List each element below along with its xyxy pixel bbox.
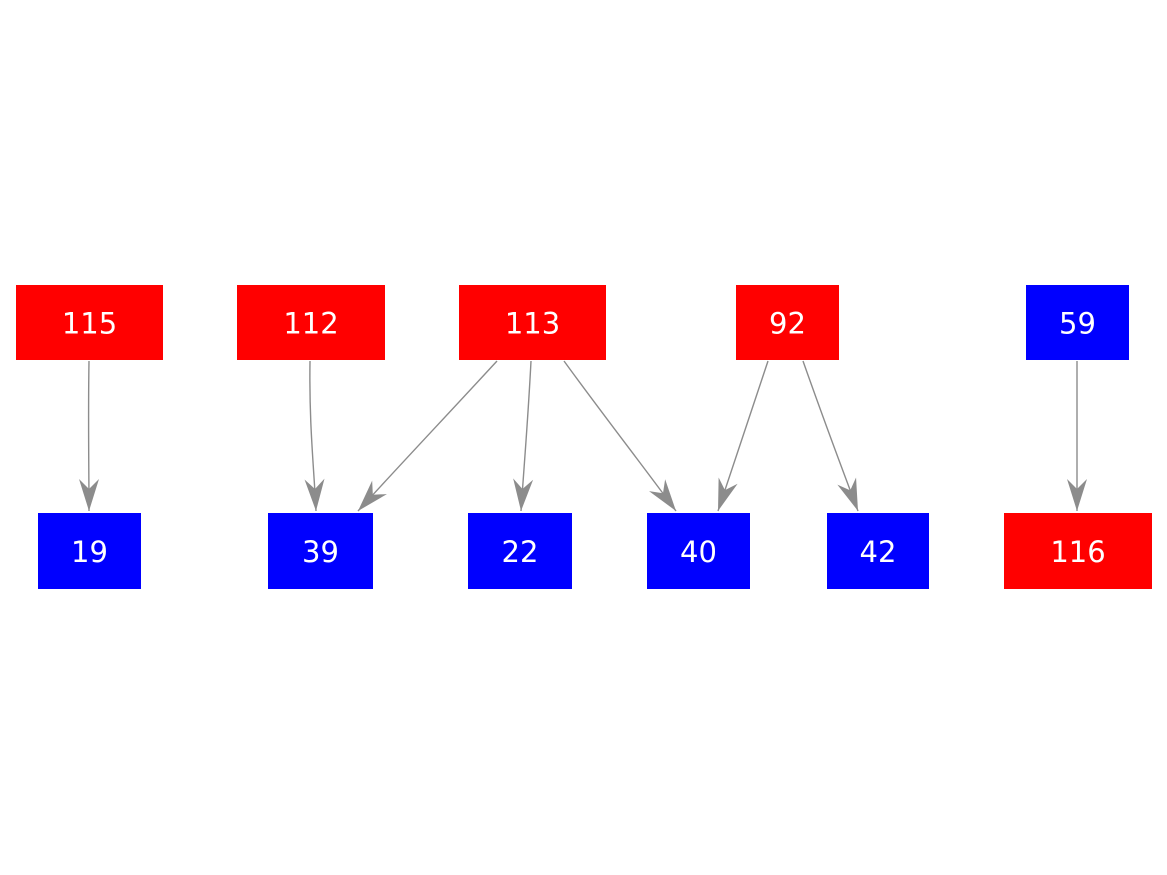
node-rect-39	[268, 513, 373, 589]
node-label-59: 59	[1059, 307, 1096, 341]
node-115: 115	[16, 285, 163, 360]
edge-113-39	[357, 360, 498, 512]
node-label-40: 40	[680, 535, 717, 569]
edge-113-40	[563, 360, 677, 512]
node-116: 116	[1004, 513, 1152, 589]
node-label-19: 19	[71, 535, 108, 569]
node-rect-40	[647, 513, 750, 589]
node-rect-19	[38, 513, 141, 589]
node-label-42: 42	[860, 535, 897, 569]
node-label-112: 112	[283, 307, 338, 341]
node-19: 19	[38, 513, 141, 589]
node-40: 40	[647, 513, 750, 589]
node-label-116: 116	[1050, 535, 1105, 569]
node-label-92: 92	[769, 307, 806, 341]
node-rect-42	[827, 513, 929, 589]
node-42: 42	[827, 513, 929, 589]
node-label-115: 115	[62, 307, 117, 341]
node-112: 112	[237, 285, 385, 360]
node-rect-116	[1004, 513, 1152, 589]
edge-113-22	[513, 360, 534, 512]
node-rect-115	[16, 285, 163, 360]
node-39: 39	[268, 513, 373, 589]
edge-92-42	[802, 360, 859, 512]
node-rect-113	[459, 285, 606, 360]
node-rect-92	[736, 285, 839, 360]
edge-92-40	[717, 360, 769, 512]
edge-112-39	[304, 360, 325, 512]
node-rect-59	[1026, 285, 1129, 360]
node-22: 22	[468, 513, 572, 589]
node-92: 92	[736, 285, 839, 360]
node-113: 113	[459, 285, 606, 360]
node-rect-22	[468, 513, 572, 589]
node-rect-112	[237, 285, 385, 360]
node-59: 59	[1026, 285, 1129, 360]
node-label-22: 22	[502, 535, 539, 569]
node-label-39: 39	[302, 535, 339, 569]
node-label-113: 113	[505, 307, 560, 341]
